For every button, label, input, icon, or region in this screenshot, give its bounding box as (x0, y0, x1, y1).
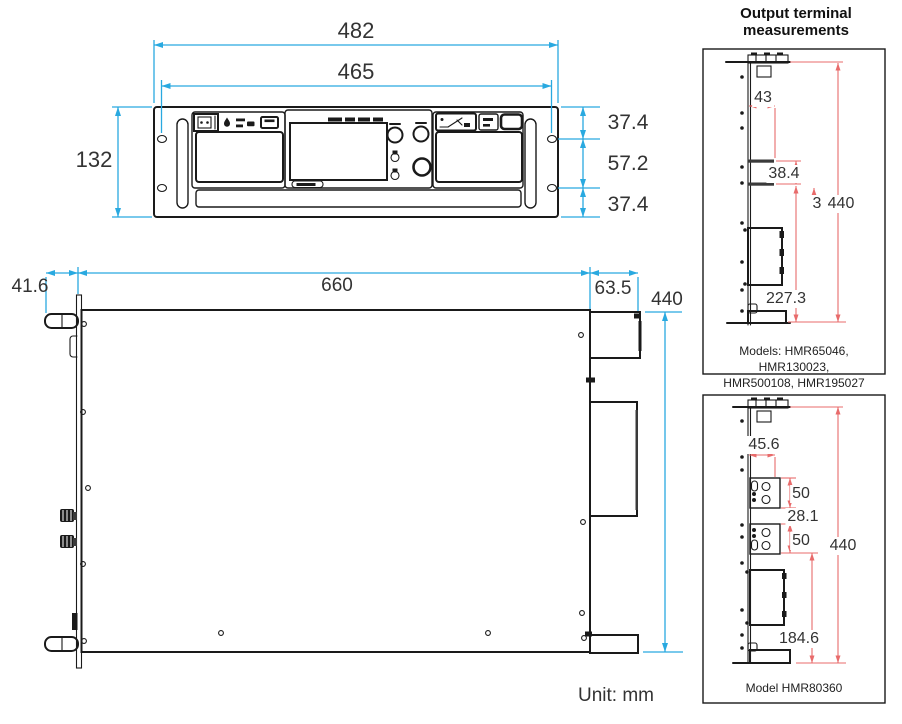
unit-note: Unit: mm (578, 685, 654, 706)
dim-label-p2-block2-height: 50 (790, 532, 812, 550)
mounting-hole (546, 134, 558, 144)
mounting-hole (546, 183, 558, 193)
binding-post-knobs (60, 509, 77, 548)
panel-border (702, 394, 886, 704)
mounting-hole (156, 183, 168, 193)
right-module (435, 131, 523, 183)
drop-icon (224, 117, 230, 127)
usb-port-icon (260, 116, 279, 129)
dim-label-p1-total-height: 440 (825, 195, 857, 213)
dim-label-front-height-bottom: 37.4 (607, 193, 649, 216)
dim-label-top-width: 440 (651, 289, 683, 310)
indicator-icon (478, 113, 499, 131)
dim-label-top-front-depth: 41.6 (11, 276, 49, 297)
output-block-1 (749, 477, 781, 509)
panel-screws (740, 75, 744, 313)
mounting-hole (156, 134, 168, 144)
busbar (748, 159, 774, 163)
output-panel-2-dimensions (749, 406, 846, 664)
dash-icon (236, 118, 245, 122)
dim-label-front-height-top: 37.4 (607, 111, 649, 134)
panel-screws (740, 419, 744, 650)
terminal-cover (749, 569, 785, 626)
front-view-dimensions (112, 40, 600, 218)
screw-holes (80, 321, 587, 644)
dim-label-p2-block1-height: 50 (790, 485, 812, 503)
busbar (748, 182, 774, 186)
dim-label-p2-bottom-offset: 184.6 (776, 630, 822, 648)
title-line-1: Output terminal (740, 5, 852, 22)
dim-label-p2-terminal-offset: 45.6 (746, 436, 782, 454)
panel-border (702, 48, 886, 375)
output-panel-1-drawing (702, 48, 886, 375)
dim-label-p1-bar-thickness: 3 (810, 195, 824, 213)
dim-label-front-width-total: 482 (337, 18, 375, 43)
connector-icon (247, 121, 255, 127)
display-screen (289, 117, 388, 189)
left-module (195, 131, 284, 183)
dim-label-p2-block-gap: 28.1 (785, 508, 821, 526)
terminal-cover (747, 227, 783, 286)
caption-models-line-1: Models: HMR65046, HMR130023, (739, 344, 849, 374)
dim-label-front-width-mounting: 465 (337, 59, 375, 84)
dim-label-p1-terminal-offset: 43 (752, 89, 774, 107)
breaker-icon (435, 112, 477, 132)
dim-label-top-rear-depth: 63.5 (594, 278, 632, 299)
title-line-2: measurements (743, 22, 849, 39)
dim-label-top-body-length: 660 (321, 275, 353, 296)
dim-label-front-height-middle: 57.2 (607, 152, 649, 175)
dim-label-p2-total-height: 440 (827, 537, 859, 555)
control-knobs (386, 122, 432, 181)
panel-1-caption: Models: HMR65046, HMR130023, HMR500108, … (703, 343, 885, 391)
top-view-drawing (44, 294, 642, 669)
front-view-drawing (153, 106, 559, 218)
panel-2-caption: Model HMR80360 (703, 680, 885, 696)
dim-label-front-height-total: 132 (75, 147, 113, 172)
rear-connector-box (589, 401, 638, 517)
dim-label-p1-bottom-offset: 227.3 (763, 290, 809, 308)
output-terminal-title: Output terminal measurements (700, 5, 892, 39)
dim-label-p1-bar-spacing: 38.4 (766, 165, 802, 183)
caption-models-line-2: HMR500108, HMR195027 (723, 376, 865, 390)
foot (749, 649, 791, 664)
rear-foot-box (589, 634, 639, 654)
output-block-2 (749, 523, 781, 555)
power-switch-icon (193, 113, 219, 132)
dash-icon (236, 124, 243, 128)
caption-hmr80360: Model HMR80360 (745, 681, 843, 695)
blank-button (499, 113, 524, 131)
terminal-block-top (747, 397, 789, 423)
terminal-block-top (747, 52, 789, 78)
rear-terminal-box (589, 311, 641, 359)
top-view-dimensions (45, 267, 683, 653)
